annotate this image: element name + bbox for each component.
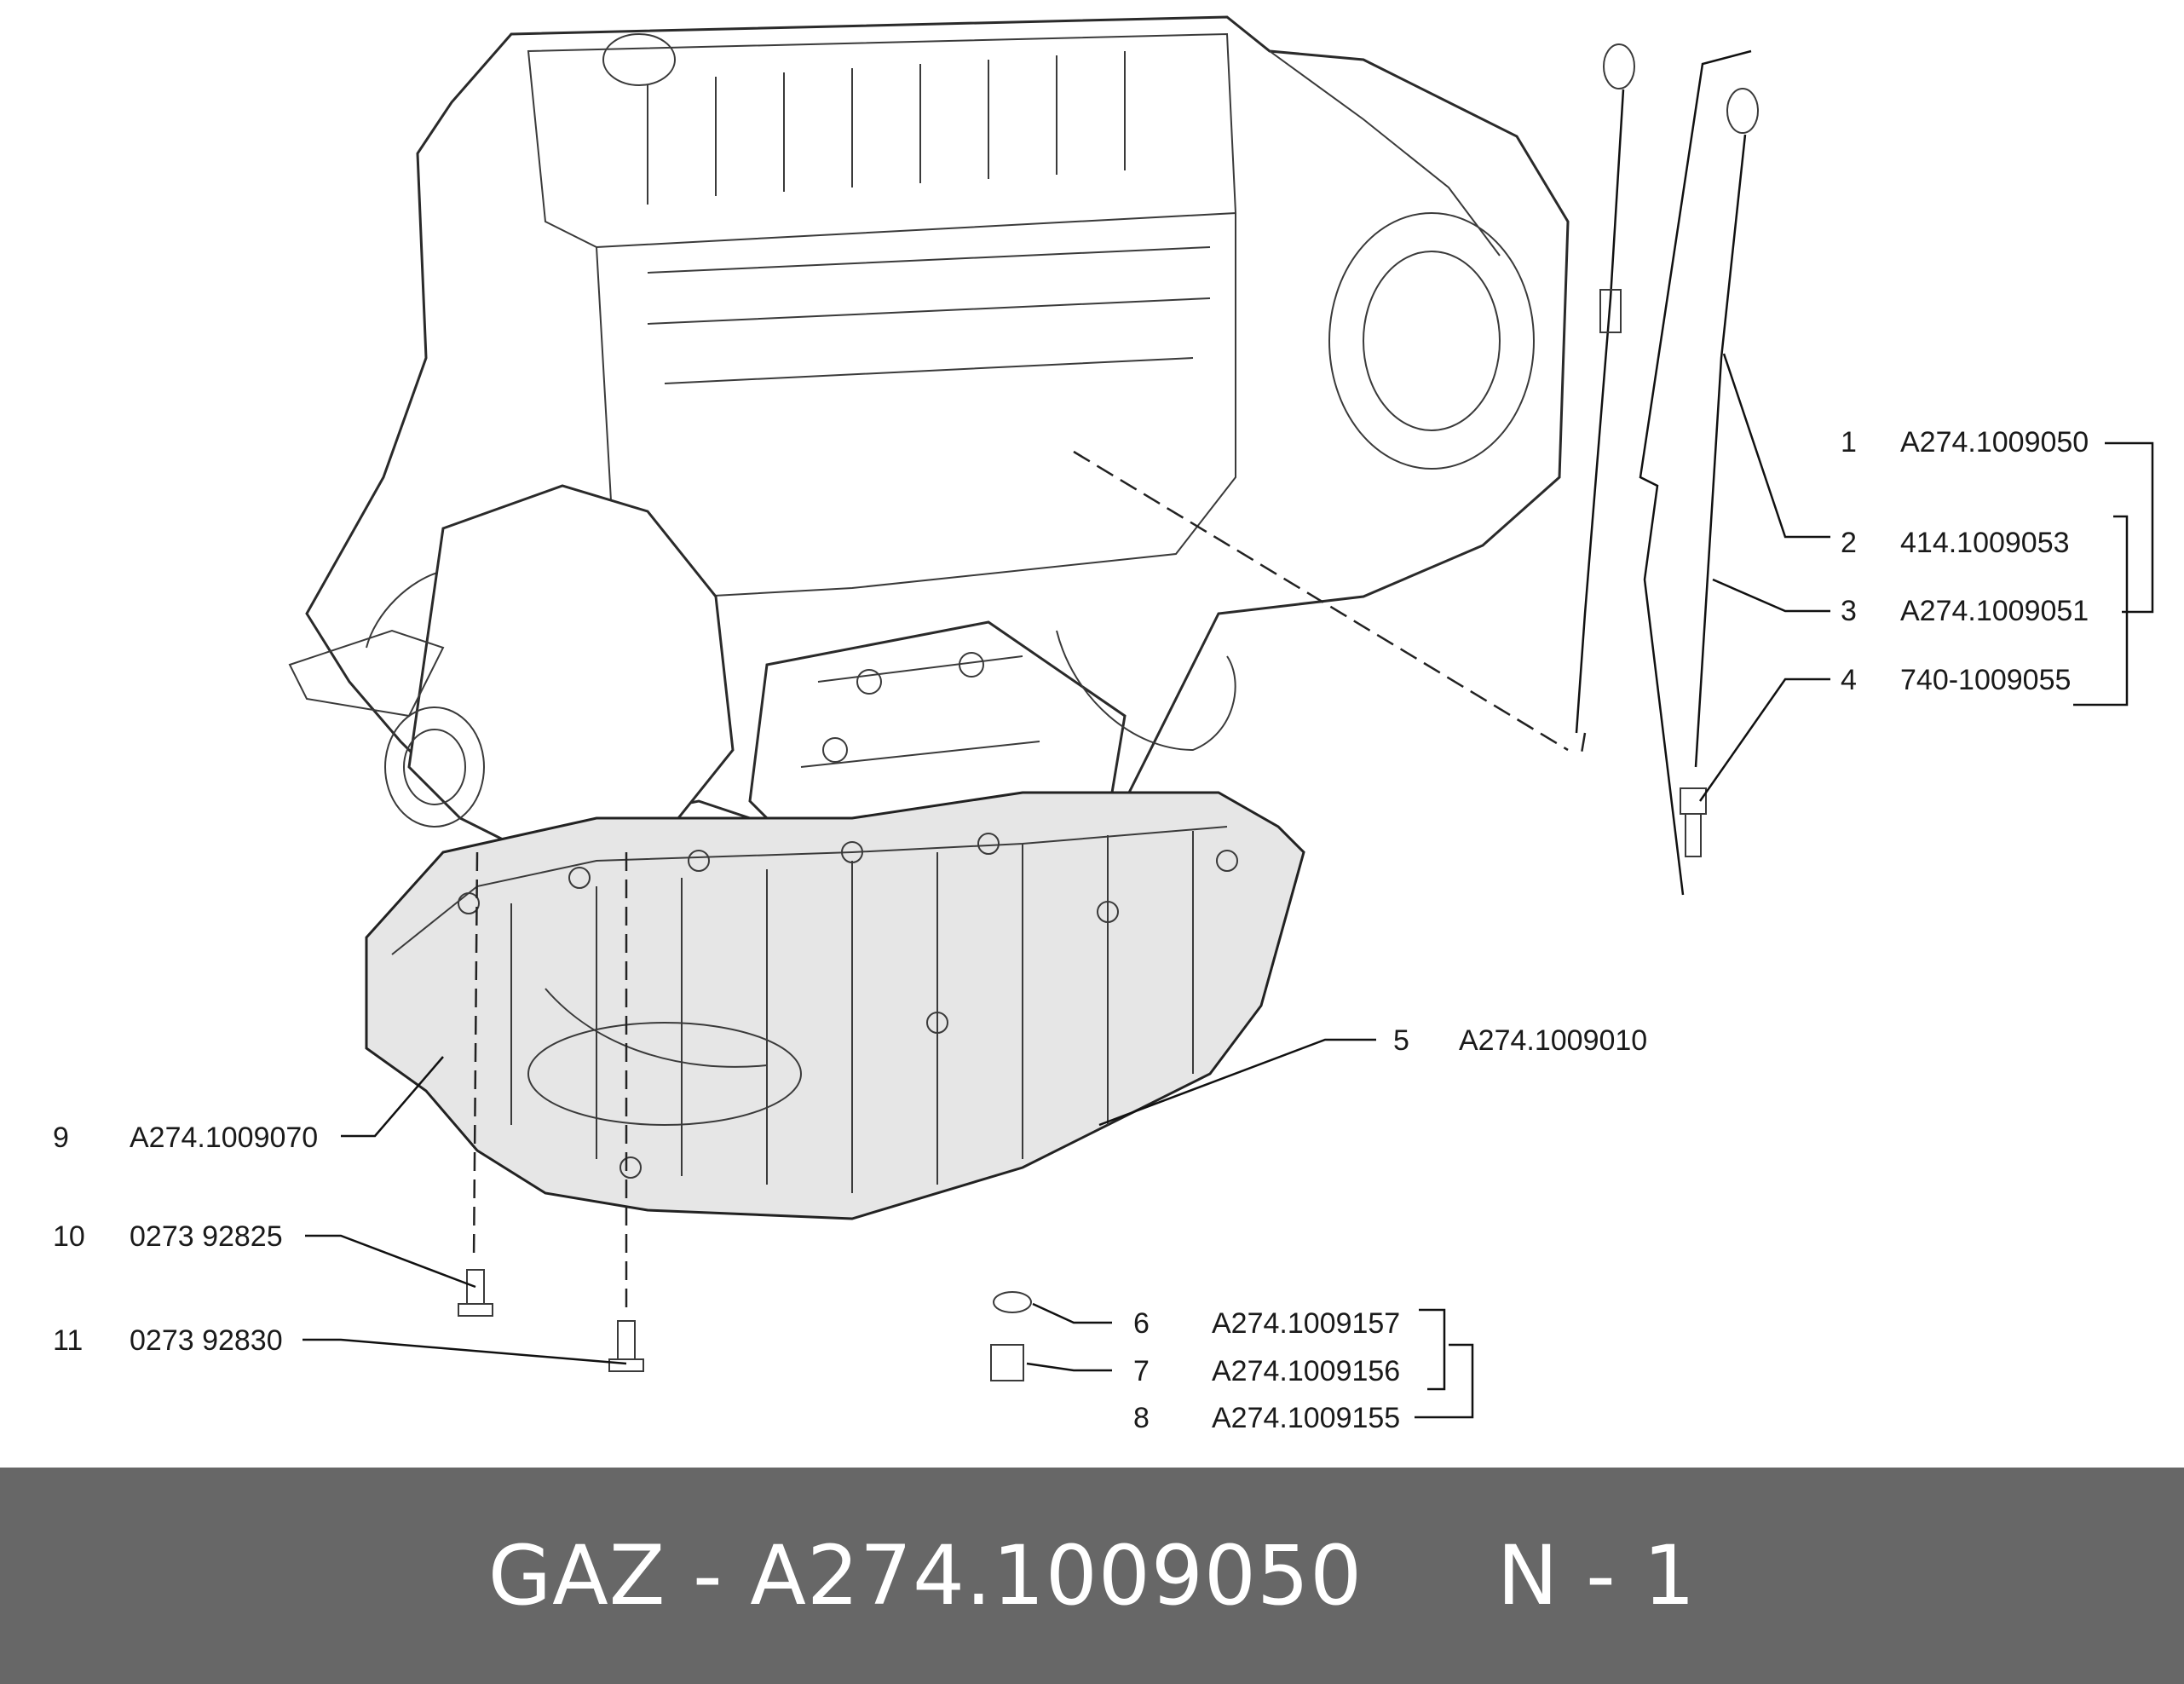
- callout-11-part: 0273 92830: [130, 1324, 283, 1357]
- callout-8-part: A274.1009155: [1212, 1402, 1400, 1434]
- callout-4-num: 4: [1841, 664, 1857, 696]
- callout-6-num: 6: [1133, 1307, 1150, 1340]
- callout-5-num: 5: [1393, 1024, 1409, 1057]
- assembly-dash-lines: [472, 450, 1587, 1312]
- callout-8-num: 8: [1133, 1402, 1150, 1434]
- engine-block-drawing: [288, 15, 1570, 871]
- leader-lines: [303, 353, 2154, 1419]
- engine-oil-pan-diagram: 1 A274.1009050 2 414.1009053 3 A274.1009…: [53, 15, 2154, 1434]
- callout-9-num: 9: [53, 1122, 69, 1154]
- callout-1-num: 1: [1841, 426, 1857, 458]
- footer-title: GAZ - A274.1009050 N - 1: [487, 1528, 1697, 1623]
- footer-bar: GAZ - A274.1009050 N - 1: [0, 1468, 2184, 1684]
- callout-2-num: 2: [1841, 527, 1857, 559]
- callout-labels: 1 A274.1009050 2 414.1009053 3 A274.1009…: [53, 426, 2089, 1434]
- dipstick-drawing: [1575, 43, 1759, 896]
- callout-7-num: 7: [1133, 1355, 1150, 1387]
- callout-2-part: 414.1009053: [1900, 527, 2070, 559]
- diagram-canvas: 1 A274.1009050 2 414.1009053 3 A274.1009…: [53, 15, 2154, 1434]
- callout-4-part: 740-1009055: [1900, 664, 2071, 696]
- callout-10-part: 0273 92825: [130, 1220, 283, 1253]
- callout-11-num: 11: [53, 1324, 83, 1357]
- callout-3-part: A274.1009051: [1900, 595, 2089, 627]
- oil-pan-drawing: [365, 791, 1305, 1220]
- callout-9-part: A274.1009070: [130, 1122, 318, 1154]
- callout-7-part: A274.1009156: [1212, 1355, 1400, 1387]
- callout-10-num: 10: [53, 1220, 85, 1253]
- callout-5-part: A274.1009010: [1459, 1024, 1647, 1057]
- fasteners-drawing: [458, 1269, 1032, 1381]
- callout-1-part: A274.1009050: [1900, 426, 2089, 458]
- callout-3-num: 3: [1841, 595, 1857, 627]
- callout-6-part: A274.1009157: [1212, 1307, 1400, 1340]
